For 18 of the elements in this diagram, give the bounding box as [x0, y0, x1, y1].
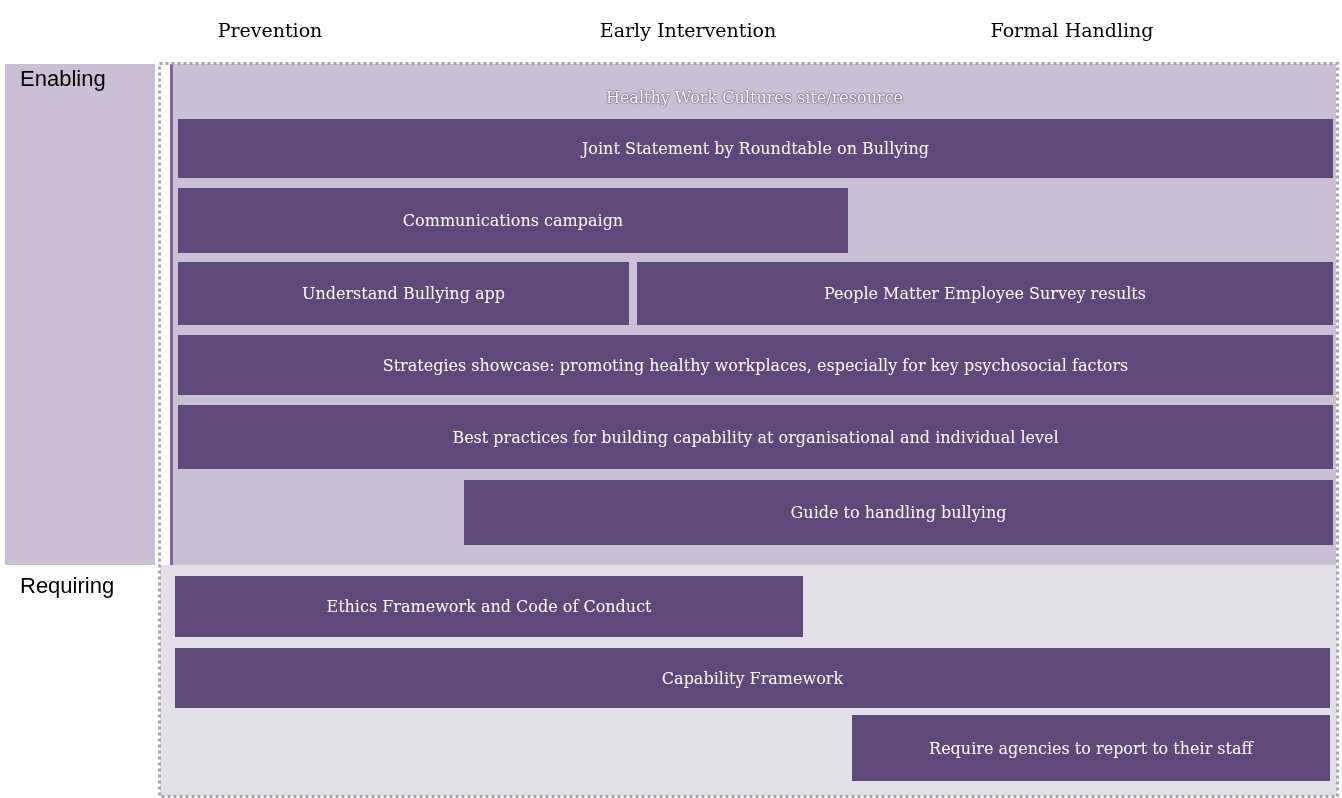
row-header-panel — [5, 64, 155, 565]
column-heading: Formal Handling — [990, 19, 1154, 41]
row-label: Requiring — [20, 573, 115, 599]
initiative-bar: Require agencies to report to their staff — [852, 715, 1330, 781]
column-heading: Prevention — [217, 19, 323, 41]
area-heading: Healthy Work Cultures site/resource — [604, 88, 905, 107]
initiative-bar: Communications campaign — [178, 188, 848, 253]
initiative-bar: Understand Bullying app — [178, 262, 629, 325]
column-heading: Early Intervention — [599, 19, 777, 41]
initiative-bar: Best practices for building capability at organisational and individual level — [178, 405, 1333, 469]
enabling-area — [170, 64, 1336, 565]
initiative-bar: Capability Framework — [175, 648, 1330, 708]
row-label: Enabling — [20, 66, 106, 92]
initiative-bar: Ethics Framework and Code of Conduct — [175, 576, 803, 637]
initiative-bar: Strategies showcase: promoting healthy workplaces, especially for key psychosocial factors — [178, 335, 1333, 395]
initiative-bar: Guide to handling bullying — [464, 480, 1333, 545]
initiative-bar: Joint Statement by Roundtable on Bullying — [178, 119, 1333, 178]
initiative-bar: People Matter Employee Survey results — [637, 262, 1333, 325]
